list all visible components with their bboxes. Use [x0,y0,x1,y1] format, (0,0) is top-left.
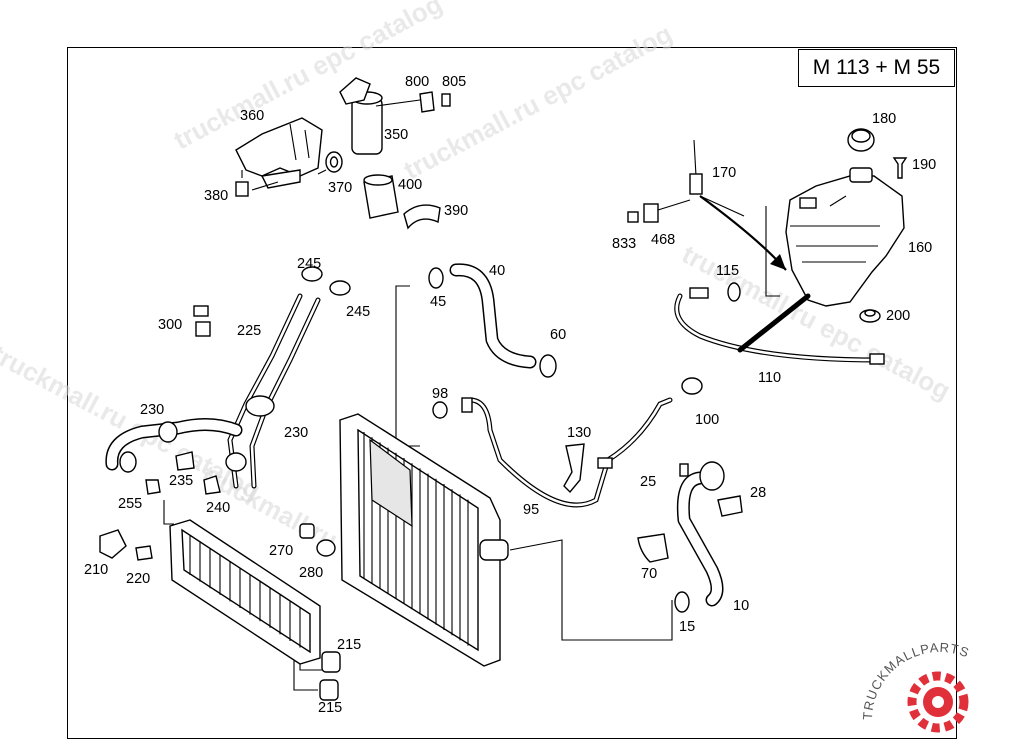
callout-25: 25 [640,474,656,490]
callout-270: 270 [269,543,293,559]
callout-98: 98 [432,386,448,402]
upper-hose-group [395,263,885,447]
diagram-frame [67,47,957,739]
callout-28: 28 [750,485,766,501]
callout-280: 280 [299,565,323,581]
callout-180: 180 [872,111,896,127]
callout-300: 300 [158,317,182,333]
callout-115: 115 [716,263,739,279]
callout-labels: 800 805 360 350 380 370 400 390 180 190 … [84,74,936,716]
callout-70: 70 [641,566,657,582]
callout-468: 468 [651,232,675,248]
callout-255: 255 [118,496,142,512]
callout-235: 235 [169,473,193,489]
callout-60: 60 [550,327,566,343]
callout-200: 200 [886,308,910,324]
callout-390: 390 [444,203,468,219]
callout-95: 95 [523,502,539,518]
callout-40: 40 [489,263,505,279]
callout-160: 160 [908,240,932,256]
callout-130: 130 [567,425,591,441]
radiator [339,413,673,667]
callout-210: 210 [84,562,108,578]
callout-240: 240 [206,500,230,516]
callout-230-b: 230 [284,425,308,441]
callout-215-b: 215 [318,700,342,716]
model-designation: M 113 + M 55 [798,49,955,87]
callout-215-a: 215 [337,637,361,653]
callout-220: 220 [126,571,150,587]
callout-15: 15 [679,619,695,635]
callout-170: 170 [712,165,736,181]
watermark-2: truckmall.ru epc catalog [399,18,677,185]
logo-text-path: TRUCKMALLPARTS [860,640,971,720]
callout-110: 110 [758,370,781,386]
callout-400: 400 [398,177,422,193]
bracket-360 [235,117,323,177]
callout-190: 190 [912,157,936,173]
expansion-tank-group [627,128,908,323]
lower-hose-group [637,461,743,613]
callout-245-a: 245 [297,256,321,272]
callout-370: 370 [328,180,352,196]
callout-10: 10 [733,598,749,614]
auxiliary-pump-group [235,77,451,230]
callout-225: 225 [237,323,261,339]
coolant-pipe-225-group [105,266,351,557]
callout-100: 100 [695,412,719,428]
callout-45: 45 [430,294,446,310]
logo-gear-icon [907,671,969,733]
model-label: M 113 + M 55 [812,56,941,79]
coolant-pipe-95-group [432,397,673,508]
callout-800: 800 [405,74,429,90]
truckmall-logo: TRUCKMALLPARTS [860,640,972,733]
callout-350: 350 [384,127,408,143]
callout-360: 360 [240,108,264,124]
callout-380: 380 [204,188,228,204]
callout-245-b: 245 [346,304,370,320]
callout-833: 833 [612,236,636,252]
callout-805: 805 [442,74,466,90]
callout-230-a: 230 [140,402,164,418]
logo-text: TRUCKMALLPARTS [860,640,972,720]
charge-air-cooler [99,500,341,701]
